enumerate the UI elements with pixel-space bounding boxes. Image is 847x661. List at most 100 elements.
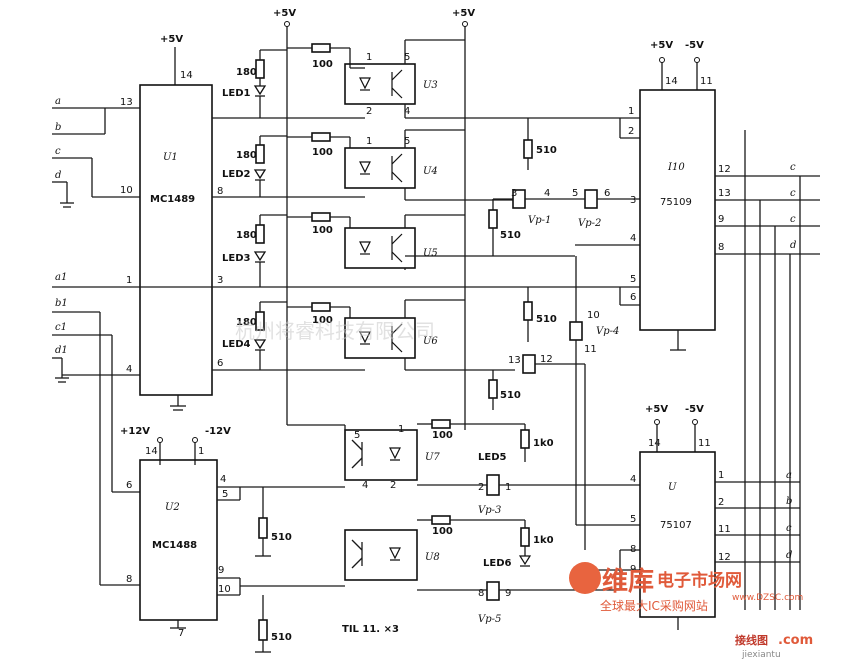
svg-text:5: 5 xyxy=(630,274,636,285)
svg-text:9: 9 xyxy=(218,565,224,576)
svg-text:13: 13 xyxy=(120,97,133,108)
svg-text:5: 5 xyxy=(404,52,410,63)
svg-text:180: 180 xyxy=(236,230,257,241)
svg-text:11: 11 xyxy=(584,344,597,355)
svg-text:9: 9 xyxy=(718,214,724,225)
led-5: LED5 xyxy=(478,452,507,463)
svg-text:12: 12 xyxy=(718,552,731,563)
svg-text:8: 8 xyxy=(630,544,636,555)
input-c: c xyxy=(55,146,61,157)
svg-text:2: 2 xyxy=(628,126,634,137)
svg-text:5: 5 xyxy=(354,430,360,441)
svg-text:4: 4 xyxy=(220,474,226,485)
gate-vd5: Vp-5 xyxy=(478,614,501,625)
gate-vd2: Vp-2 xyxy=(578,218,601,229)
chip-u9-pin-vee: 11 xyxy=(698,438,711,449)
led-4: LED4 xyxy=(222,339,251,350)
svg-text:2: 2 xyxy=(718,497,724,508)
svg-text:1: 1 xyxy=(628,106,634,117)
opto-u5-label: U5 xyxy=(423,248,438,259)
chip-u1-ref: U1 xyxy=(163,152,178,163)
supply-label-m5-u10: -5V xyxy=(685,40,704,51)
chip-u2-pin-gnd: 7 xyxy=(178,628,184,639)
svg-text:4: 4 xyxy=(630,233,636,244)
chip-u9-pin-vcc: 14 xyxy=(648,438,661,449)
output-top-2: c xyxy=(790,214,796,225)
svg-text:1: 1 xyxy=(398,424,404,435)
svg-text:3: 3 xyxy=(511,188,517,199)
supply-label-m5-u9: -5V xyxy=(685,404,704,415)
svg-text:4: 4 xyxy=(630,474,636,485)
output-bottom-2: c xyxy=(786,523,792,534)
input-c1: c1 xyxy=(55,322,67,333)
svg-text:10: 10 xyxy=(587,310,600,321)
led-2: LED2 xyxy=(222,169,251,180)
chip-u10: I10 75109 14 11 1 2 3 4 5 6 12 13 9 8 c … xyxy=(575,76,820,351)
chip-u1-pin-vcc: 14 xyxy=(180,70,193,81)
chip-u2-part: MC1488 xyxy=(152,540,197,551)
svg-text:1: 1 xyxy=(366,52,372,63)
svg-text:13: 13 xyxy=(718,188,731,199)
svg-text:4: 4 xyxy=(362,480,368,491)
output-top-3: d xyxy=(790,240,796,251)
svg-text:12: 12 xyxy=(540,354,553,365)
svg-text:6: 6 xyxy=(126,480,132,491)
supply-label-p12: +12V xyxy=(120,426,150,437)
output-buses xyxy=(744,130,801,610)
svg-text:1: 1 xyxy=(505,482,511,493)
opto-u3-label: U3 xyxy=(423,80,438,91)
supply-label-p5-a: +5V xyxy=(273,8,296,19)
watermark-slogan: 全球最大IC采购网站 xyxy=(600,598,708,613)
svg-text:100: 100 xyxy=(312,315,333,326)
svg-text:11: 11 xyxy=(718,524,731,535)
svg-text:8: 8 xyxy=(126,574,132,585)
watermark-jiexian-url: jiexiantu xyxy=(741,650,781,660)
svg-text:1: 1 xyxy=(718,470,724,481)
input-a1: a1 xyxy=(55,272,67,283)
svg-text:8: 8 xyxy=(217,186,223,197)
chip-u9-part: 75107 xyxy=(660,520,692,531)
input-b: b xyxy=(55,122,61,133)
chip-u9-ref: U xyxy=(668,482,677,493)
chip-u10-ref: I10 xyxy=(667,162,685,173)
svg-text:5: 5 xyxy=(222,489,228,500)
svg-text:2: 2 xyxy=(366,106,372,117)
led-3: LED3 xyxy=(222,253,251,264)
output-top-1: c xyxy=(790,188,796,199)
svg-text:2: 2 xyxy=(390,480,396,491)
opto-u8-label: U8 xyxy=(425,552,440,563)
chip-u2-pin-vee: 1 xyxy=(198,446,204,457)
gate-vd4: Vp-4 xyxy=(596,326,619,337)
svg-text:5: 5 xyxy=(404,136,410,147)
watermark-brand: 维库 xyxy=(602,566,654,597)
input-d1: d1 xyxy=(55,345,68,356)
opto-u6-label: U6 xyxy=(423,336,438,347)
opto-row-4: 180 LED4 100 U6 xyxy=(212,299,515,371)
svg-text:9: 9 xyxy=(505,588,511,599)
svg-text:5: 5 xyxy=(572,188,578,199)
chip-u10-pin-vcc: 14 xyxy=(665,76,678,87)
svg-text:2: 2 xyxy=(478,482,484,493)
opto-row-3: 180 LED3 100 U5 xyxy=(222,212,465,287)
output-top-0: c xyxy=(790,162,796,173)
svg-text:5: 5 xyxy=(630,514,636,525)
chip-u2: U2 MC1488 14 1 6 8 4 5 9 10 7 510 510 xyxy=(100,446,345,653)
svg-text:8: 8 xyxy=(478,588,484,599)
svg-text:1k0: 1k0 xyxy=(533,535,554,546)
svg-text:4: 4 xyxy=(126,364,132,375)
chip-u10-pin-vee: 11 xyxy=(700,76,713,87)
chip-u9: U 75107 14 11 4 5 8 9 1 2 11 12 a b c d xyxy=(576,438,800,630)
svg-text:100: 100 xyxy=(312,59,333,70)
chip-u2-ref: U2 xyxy=(165,502,180,513)
watermark-brand-sub: 电子市场网 xyxy=(657,570,742,591)
svg-text:6: 6 xyxy=(630,292,636,303)
svg-text:10: 10 xyxy=(120,185,133,196)
svg-text:6: 6 xyxy=(217,358,223,369)
led-6: LED6 xyxy=(483,558,512,569)
svg-text:100: 100 xyxy=(312,147,333,158)
svg-text:100: 100 xyxy=(312,225,333,236)
supply-label-p5-u1: +5V xyxy=(160,34,183,45)
svg-text:100: 100 xyxy=(432,430,453,441)
u1-inputs: a b c d a1 b1 c1 d1 xyxy=(52,96,620,585)
